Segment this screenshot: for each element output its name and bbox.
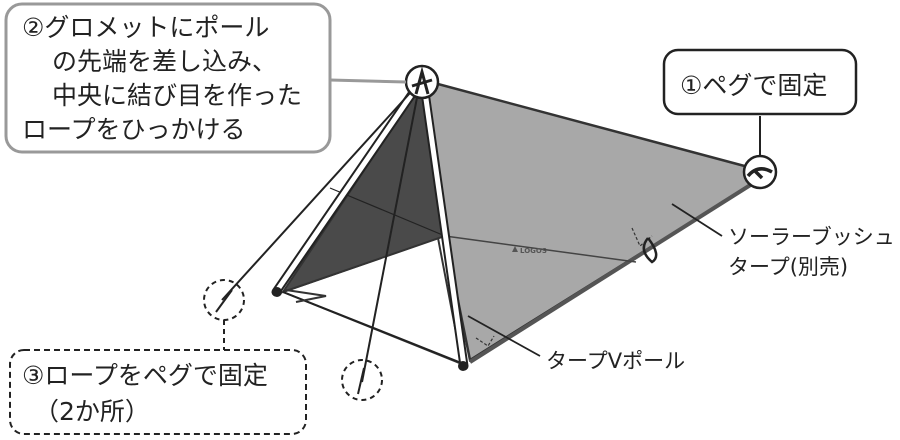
callout-grommet-line: の先端を差し込み、 [52, 47, 277, 76]
tarp-patch [475, 335, 495, 347]
tarp-seam [329, 187, 446, 237]
tarp-seam [444, 235, 637, 263]
leader-grommet [329, 78, 407, 84]
pole-foot [272, 287, 282, 297]
guy-ropes [221, 81, 465, 383]
callout-grommet-line: 中央に結び目を作った [52, 81, 302, 110]
rope-peg-circle-right [341, 359, 383, 401]
tarp-logo: LOGOS [520, 247, 547, 255]
callout-grommet-line: ロープをひっかける [22, 115, 246, 144]
grommet-icon [411, 66, 433, 95]
pole-foot [458, 361, 468, 371]
ground-strap [285, 289, 327, 303]
tarp-label-line: ソーラーブッシュ [728, 225, 895, 249]
tarp-loop [642, 237, 658, 264]
logo-mark-icon [512, 246, 518, 252]
peg-stake [215, 289, 233, 313]
peg-stake [357, 367, 365, 395]
callout-peg [662, 48, 858, 116]
callout-rope-peg-line: ③ロープをペグで固定 [22, 361, 268, 390]
callout-rope-peg-line: （2か所） [34, 397, 150, 426]
callout-grommet [4, 2, 332, 154]
callout-rope-peg [9, 349, 307, 435]
tarp-v-pole [271, 73, 469, 371]
pole-label: タープVポール [546, 349, 685, 373]
callout-peg-text: ①ペグで固定 [680, 71, 827, 100]
peg-icon [746, 167, 773, 180]
tarp-label-line: タープ(別売) [728, 255, 848, 279]
leader-pole [467, 315, 541, 357]
tarp-edge [468, 182, 754, 364]
callout-grommet-line: ②グロメットにポール [22, 13, 269, 42]
leader-tarp [671, 203, 723, 237]
